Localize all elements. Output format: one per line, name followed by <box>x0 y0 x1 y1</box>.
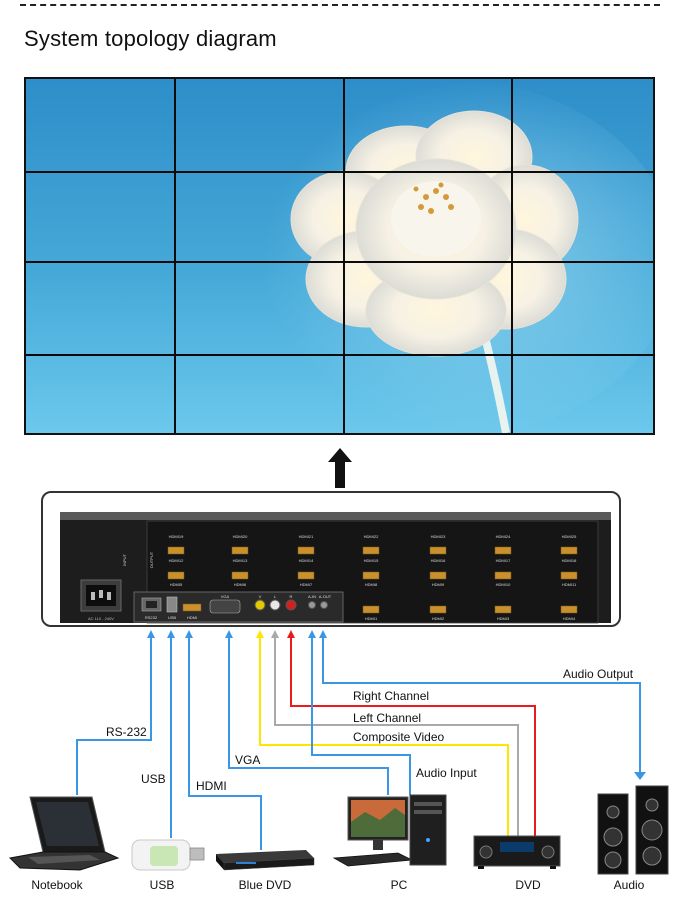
port-label: HDMI2 <box>432 616 445 621</box>
notebook-label: Notebook <box>31 878 83 892</box>
notebook-icon <box>8 796 120 871</box>
output-group-label: OUTPUT <box>149 551 154 568</box>
port-label: HDMI20 <box>233 534 248 539</box>
connection-arrowheads <box>147 630 646 780</box>
pc-icon <box>332 794 447 867</box>
port-label: HDMI1 <box>365 616 378 621</box>
left-channel-line <box>274 638 519 838</box>
port-label: HDMI7 <box>300 582 313 587</box>
audio-input-label: Audio Input <box>416 766 477 780</box>
video-wall <box>24 77 655 435</box>
port-label: HDMI11 <box>562 582 577 587</box>
port-label: HDMI22 <box>364 534 379 539</box>
port-label: HDMI25 <box>562 534 577 539</box>
video-wall-image <box>26 79 653 433</box>
port-label: VGA <box>221 594 230 599</box>
audio-output-label: Audio Output <box>563 667 634 681</box>
audio-output-line <box>322 638 641 772</box>
port-label: HDMI12 <box>169 558 184 563</box>
right-channel-line <box>290 638 536 838</box>
port-label: HDMI21 <box>299 534 314 539</box>
port-label: HDMI17 <box>496 558 511 563</box>
port-label: R <box>290 594 293 599</box>
vga-line <box>228 638 389 795</box>
right-channel-label: Right Channel <box>353 689 429 703</box>
port-label: HDMI16 <box>431 558 446 563</box>
audio-label: Audio <box>614 878 645 892</box>
port-label: HDMI <box>187 615 197 620</box>
vga-port-icon <box>209 599 241 614</box>
power-label: AC 110 - 240V <box>88 616 114 621</box>
up-arrow-icon <box>328 448 352 488</box>
matrix-switcher-chassis: HDMI19 HDMI20 HDMI21 HDMI22 HDMI23 HDMI2… <box>60 512 611 624</box>
port-label: HDMI10 <box>496 582 511 587</box>
port-label: HDMI4 <box>563 616 576 621</box>
composite-video-port-icon <box>254 599 266 611</box>
hdmi-output-ports: HDMI19 HDMI20 HDMI21 HDMI22 HDMI23 HDMI2… <box>122 534 578 621</box>
port-label: HDMI5 <box>170 582 183 587</box>
port-label: HDMI18 <box>562 558 577 563</box>
port-label: A-IN <box>308 594 316 599</box>
usb-device-label: USB <box>150 878 175 892</box>
hdmi-line <box>188 638 262 850</box>
port-label: HDMI15 <box>364 558 379 563</box>
blu-ray-player-icon <box>216 850 315 871</box>
audio-out-port-icon <box>320 601 328 609</box>
dvd-label: DVD <box>515 878 541 892</box>
port-label: HDMI6 <box>234 582 247 587</box>
port-label: HDMI23 <box>431 534 446 539</box>
port-label: V <box>259 594 262 599</box>
usb-stick-icon <box>131 839 205 871</box>
port-label: HDMI13 <box>233 558 248 563</box>
port-label: HDMI14 <box>299 558 314 563</box>
hdmi-connection-label: HDMI <box>196 779 227 793</box>
hdmi-input-port-icon <box>182 603 202 612</box>
left-channel-label: Left Channel <box>353 711 421 725</box>
rs232-line <box>76 638 152 795</box>
top-dashed-divider <box>20 4 660 6</box>
port-label: HDMI8 <box>365 582 378 587</box>
right-audio-port-icon <box>285 599 297 611</box>
rs232-label: RS-232 <box>106 725 147 739</box>
pc-label: PC <box>391 878 408 892</box>
audio-in-port-icon <box>308 601 316 609</box>
port-label: USB <box>168 615 177 620</box>
composite-video-line <box>259 638 509 838</box>
port-label: HDMI19 <box>169 534 184 539</box>
audio-input-line <box>311 638 411 795</box>
port-label: L <box>274 594 277 599</box>
vga-connection-label: VGA <box>235 753 260 767</box>
page-title: System topology diagram <box>24 26 277 51</box>
usb-connection-label: USB <box>141 772 166 786</box>
composite-video-label: Composite Video <box>353 730 444 744</box>
blue-dvd-label: Blue DVD <box>239 878 292 892</box>
power-inlet-icon <box>80 579 122 612</box>
dvd-player-icon <box>473 835 561 869</box>
port-label: A-OUT <box>319 594 332 599</box>
usb-port-icon <box>166 596 178 613</box>
port-label: HDMI3 <box>497 616 510 621</box>
port-label: HDMI9 <box>432 582 445 587</box>
port-label: RS232 <box>145 615 158 620</box>
left-audio-port-icon <box>269 599 281 611</box>
input-group-label: INPUT <box>122 553 127 566</box>
speaker-icon <box>597 785 669 875</box>
port-label: HDMI24 <box>496 534 511 539</box>
